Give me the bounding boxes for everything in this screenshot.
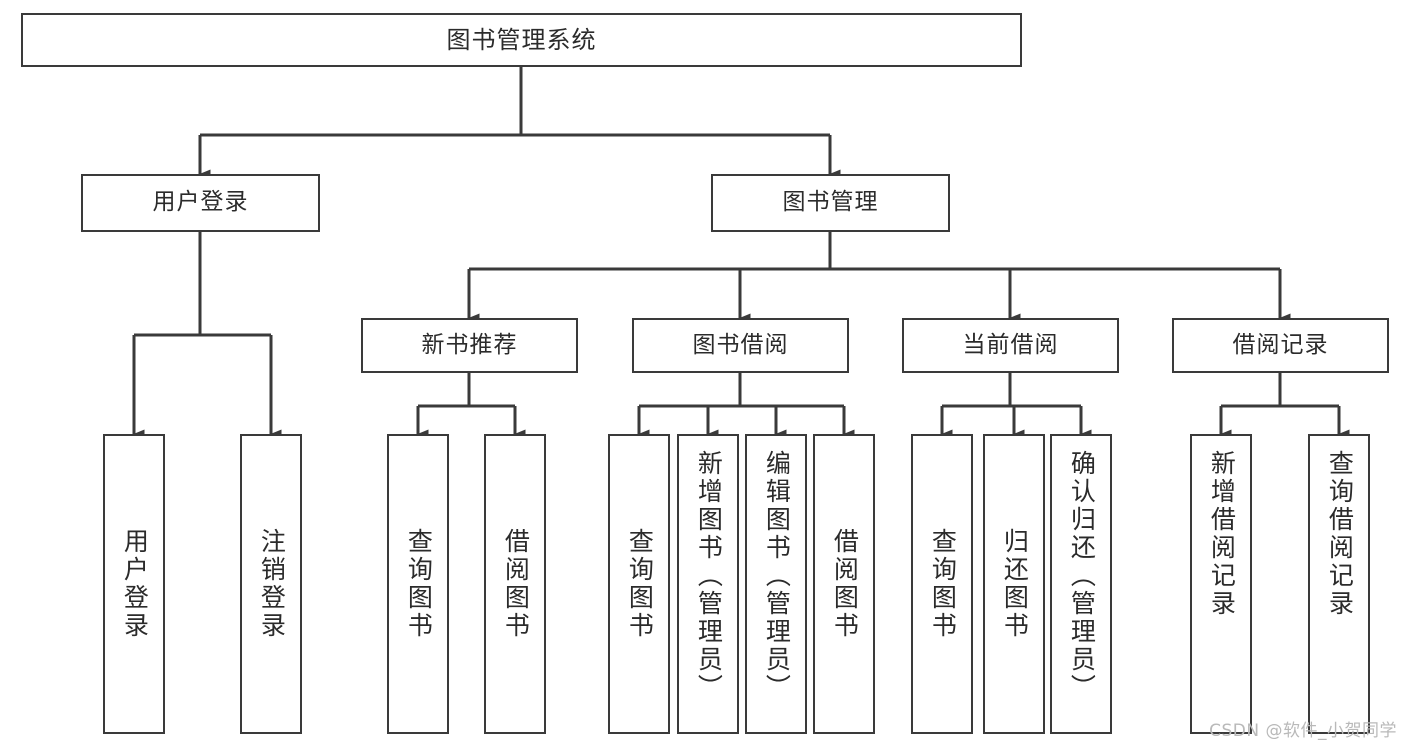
leaf-node[interactable]: 查询图书 [608, 434, 670, 734]
node-label: 当前借阅 [962, 331, 1059, 358]
node-label: 新增借阅记录 [1207, 450, 1237, 618]
node-borrow-record[interactable]: 借阅记录 [1172, 318, 1389, 373]
node-label: 借阅记录 [1232, 331, 1329, 358]
node-user-login[interactable]: 用户登录 [81, 174, 320, 232]
leaf-node[interactable]: 注销登录 [240, 434, 302, 734]
node-label: 查询图书 [404, 528, 434, 640]
node-label: 查询借阅记录 [1325, 450, 1355, 618]
node-new-book-recommend[interactable]: 新书推荐 [361, 318, 578, 373]
node-label: 用户登录 [152, 189, 249, 216]
node-label: 图书管理 [782, 189, 879, 216]
leaf-node[interactable]: 归还图书 [983, 434, 1045, 734]
node-book-management[interactable]: 图书管理 [711, 174, 950, 232]
leaf-node[interactable]: 借阅图书 [813, 434, 875, 734]
node-label: 注销登录 [257, 528, 287, 640]
leaf-node[interactable]: 借阅图书 [484, 434, 546, 734]
node-label: 借阅图书 [830, 528, 860, 640]
leaf-node[interactable]: 确认归还（管理员） [1050, 434, 1112, 734]
leaf-node[interactable]: 编辑图书（管理员） [745, 434, 807, 734]
leaf-node[interactable]: 查询借阅记录 [1308, 434, 1370, 734]
node-label: 图书借阅 [692, 331, 789, 358]
node-label: 新书推荐 [421, 331, 518, 358]
leaf-node[interactable]: 新增图书（管理员） [677, 434, 739, 734]
leaf-node[interactable]: 用户登录 [103, 434, 165, 734]
node-label: 查询图书 [625, 528, 655, 640]
node-label: 归还图书 [1000, 528, 1030, 640]
node-book-borrow[interactable]: 图书借阅 [632, 318, 849, 373]
leaf-node[interactable]: 新增借阅记录 [1190, 434, 1252, 734]
node-label: 图书管理系统 [446, 25, 597, 54]
node-label: 查询图书 [928, 528, 958, 640]
leaf-node[interactable]: 查询图书 [387, 434, 449, 734]
node-label: 新增图书（管理员） [694, 450, 724, 702]
node-root-system[interactable]: 图书管理系统 [21, 13, 1022, 67]
node-label: 确认归还（管理员） [1067, 450, 1097, 702]
leaf-node[interactable]: 查询图书 [911, 434, 973, 734]
node-label: 编辑图书（管理员） [762, 450, 792, 702]
node-current-borrow[interactable]: 当前借阅 [902, 318, 1119, 373]
node-label: 用户登录 [120, 528, 150, 640]
node-label: 借阅图书 [501, 528, 531, 640]
